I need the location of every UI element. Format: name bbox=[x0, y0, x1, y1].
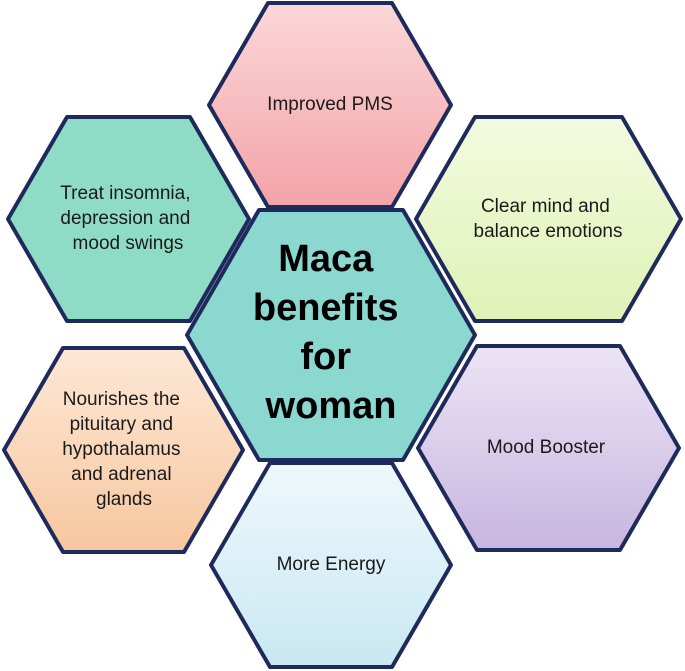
benefit-label-insomnia: Treat insomnia, depression and mood swin… bbox=[60, 183, 196, 254]
benefit-text-clear-mind-line-2: balance emotions bbox=[474, 221, 623, 242]
benefit-hex-insomnia: Treat insomnia, depression and mood swin… bbox=[6, 115, 251, 323]
hex-nourishes-shape bbox=[2, 346, 245, 554]
hex-more-energy-shape bbox=[209, 461, 453, 669]
benefit-text-insomnia-line-1: Treat insomnia, bbox=[60, 183, 190, 204]
center-title-line-2: benefits bbox=[253, 287, 399, 329]
benefit-text-nourishes-line-1: Nourishes the bbox=[63, 389, 180, 410]
hex-mood-booster-shape bbox=[416, 344, 681, 552]
benefit-hex-pms: Improved PMS bbox=[207, 1, 453, 209]
benefit-hex-more-energy: More Energy bbox=[209, 461, 453, 669]
benefit-label-nourishes: Nourishes the pituitary and hypothalamus… bbox=[62, 389, 186, 510]
benefit-text-pms-line-1: Improved PMS bbox=[267, 94, 393, 115]
benefit-text-nourishes-line-5: glands bbox=[96, 489, 152, 510]
benefit-label-more-energy: More Energy bbox=[277, 554, 386, 575]
benefit-text-more-energy-line-1: More Energy bbox=[277, 554, 386, 575]
benefit-text-insomnia-line-3: mood swings bbox=[73, 233, 184, 254]
center-hex: Maca benefits for woman bbox=[185, 208, 477, 462]
benefit-text-nourishes-line-3: hypothalamus bbox=[62, 439, 180, 460]
center-title-line-4: woman bbox=[265, 385, 397, 427]
center-title-line-3: for bbox=[300, 336, 351, 378]
benefit-hex-clear-mind: Clear mind and balance emotions bbox=[414, 115, 683, 323]
center-hex-shape bbox=[185, 208, 477, 462]
benefit-label-pms: Improved PMS bbox=[267, 94, 393, 115]
benefit-label-clear-mind: Clear mind and balance emotions bbox=[474, 196, 623, 242]
benefit-text-nourishes-line-4: and adrenal bbox=[71, 464, 171, 485]
benefit-label-mood-booster: Mood Booster bbox=[487, 437, 606, 458]
benefit-hex-nourishes: Nourishes the pituitary and hypothalamus… bbox=[2, 346, 245, 554]
benefit-hex-mood-booster: Mood Booster bbox=[416, 344, 681, 552]
benefit-text-mood-booster-line-1: Mood Booster bbox=[487, 437, 606, 458]
center-title: Maca benefits for woman bbox=[253, 238, 409, 427]
benefit-text-insomnia-line-2: depression and bbox=[60, 208, 190, 229]
benefit-text-nourishes-line-2: pituitary and bbox=[70, 414, 174, 435]
hex-insomnia-shape bbox=[6, 115, 251, 323]
hex-clear-mind-shape bbox=[414, 115, 683, 323]
hex-pms-shape bbox=[207, 1, 453, 209]
benefit-text-clear-mind-line-1: Clear mind and bbox=[481, 196, 610, 217]
center-title-line-1: Maca bbox=[278, 238, 374, 280]
